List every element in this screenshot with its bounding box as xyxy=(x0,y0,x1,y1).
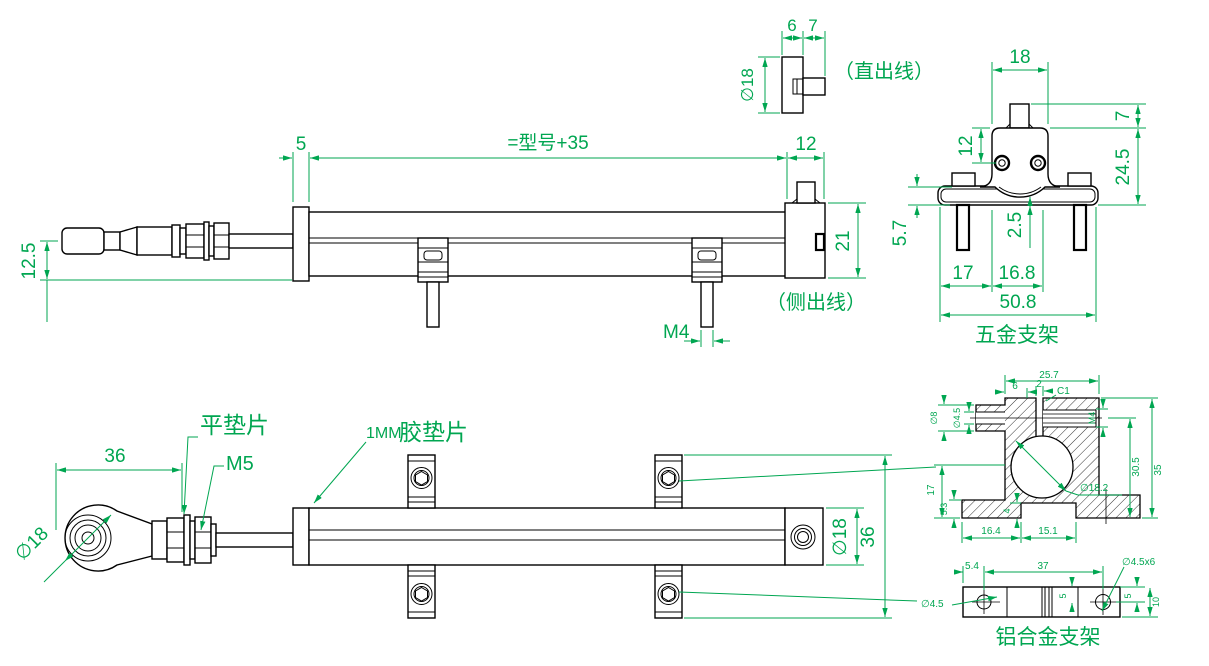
dim-model-length: =型号+35 xyxy=(507,132,588,154)
metal-bracket-title: 五金支架 xyxy=(975,324,1059,347)
dim-25-7: 25.7 xyxy=(1039,370,1059,381)
dim-diameter-18-body: ∅18 xyxy=(830,518,851,556)
washer-label: 平垫片 xyxy=(200,412,269,438)
dim-diameter-4-5-hole: ∅4.5 xyxy=(921,599,944,610)
side-exit-label: （侧出线） xyxy=(766,291,866,314)
dim-5-7: 5.7 xyxy=(890,220,911,246)
dim-m4: M4 xyxy=(663,322,690,343)
dim-2-5: 2.5 xyxy=(1005,212,1026,238)
alu-bracket-title: 铝合金支架 xyxy=(996,626,1101,649)
dim-30-5: 30.5 xyxy=(1131,457,1142,477)
dim-5-3: 5.3 xyxy=(939,503,949,516)
dim-6-section: 6 xyxy=(1012,381,1018,392)
dim-diameter-18: ∅18 xyxy=(738,68,757,102)
dim-4-notch: 4 xyxy=(1002,508,1012,513)
mounting-clamp-left xyxy=(417,237,449,328)
dim-16-8: 16.8 xyxy=(999,263,1036,284)
dim-c1: C1 xyxy=(1057,386,1070,397)
dim-6: 6 xyxy=(787,16,796,35)
dim-35: 35 xyxy=(1153,464,1164,476)
dim-37: 37 xyxy=(1037,561,1049,572)
alu-bracket-plan: 5.4 37 ∅4.5x6 ∅4.5 5 5 10 铝合金支架 xyxy=(921,557,1161,649)
dim-17-section: 17 xyxy=(926,484,937,496)
m5-label: M5 xyxy=(226,453,254,475)
straight-exit-view: 6 7 ∅18 （直出线） xyxy=(738,16,934,114)
gasket-label: 胶垫片 xyxy=(399,419,468,445)
dim-diameter-18-rodend: ∅18 xyxy=(11,523,52,564)
dim-24-5: 24.5 xyxy=(1113,149,1134,186)
dim-m4-section: M4 xyxy=(1087,412,1097,425)
gasket-label-prefix: 1MM xyxy=(366,425,402,442)
dim-12: 12 xyxy=(795,134,816,155)
dim-slot-hole: ∅4.5x6 xyxy=(1122,557,1156,568)
dim-7-tab: 7 xyxy=(1113,111,1134,122)
mounting-clamp-right xyxy=(691,237,723,328)
dim-10: 10 xyxy=(1151,597,1161,607)
alu-bracket-section: 25.7 6 2 C1 ∅8 ∅4.5 M4 30.5 35 17 5.3 16… xyxy=(926,370,1164,543)
plan-bracket-bottom-left xyxy=(407,564,436,619)
dim-21: 21 xyxy=(833,230,854,251)
dim-5: 5 xyxy=(296,134,307,155)
dim-5-offset-a: 5 xyxy=(1058,593,1068,598)
dim-18: 18 xyxy=(1009,47,1030,68)
dim-16-4: 16.4 xyxy=(981,526,1001,537)
dim-5-offset-b: 5 xyxy=(1123,593,1133,598)
dim-5-4: 5.4 xyxy=(965,561,979,572)
plan-view: 36 ∅18 平垫片 M5 1MM 胶垫片 ∅18 36 xyxy=(11,412,937,619)
plan-bracket-bottom-right xyxy=(654,564,683,619)
dim-17: 17 xyxy=(952,263,973,284)
dim-36-rodend: 36 xyxy=(104,446,125,467)
dim-diameter-8: ∅8 xyxy=(929,412,939,425)
dim-12-hole: 12 xyxy=(956,135,977,156)
dim-2: 2 xyxy=(1036,379,1042,390)
plan-bracket-top-left xyxy=(407,454,436,509)
dim-diameter-18-2: ∅18.2 xyxy=(1080,483,1109,494)
dim-36-overall: 36 xyxy=(858,526,879,547)
plan-bracket-top-right xyxy=(654,454,683,509)
dim-12-5: 12.5 xyxy=(19,243,40,280)
dim-7: 7 xyxy=(808,16,817,35)
metal-bracket-view: 18 7 24.5 12 5.7 2.5 17 16.8 50.8 五金支架 xyxy=(890,47,1146,347)
dim-15-1: 15.1 xyxy=(1038,526,1058,537)
dim-diameter-4-5-boss: ∅4.5 xyxy=(952,408,962,428)
side-view: 5 =型号+35 12 21 12.5 M4 （侧出线） xyxy=(19,132,866,347)
straight-exit-label: （直出线） xyxy=(834,60,934,83)
dim-50-8: 50.8 xyxy=(1000,292,1037,313)
